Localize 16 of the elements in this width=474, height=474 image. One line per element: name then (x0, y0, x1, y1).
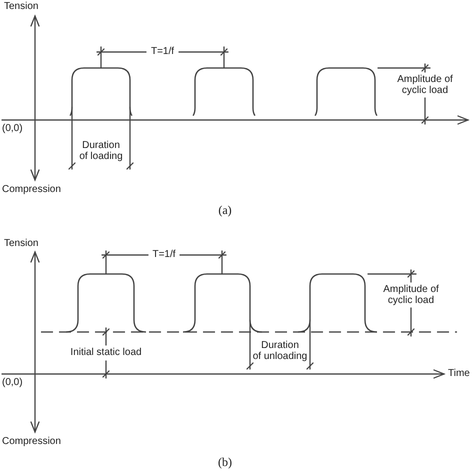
panel-label: (a) (218, 203, 232, 217)
origin-label: (0,0) (2, 377, 23, 388)
dimension-label: Duration of loading (78, 140, 124, 162)
dimension-label: T=1/f (150, 46, 174, 57)
origin-label: (0,0) (2, 123, 23, 134)
dimension-label: Amplitude of cyclic load (396, 74, 454, 96)
dimension-label: Duration of unloading (252, 340, 308, 362)
axis-label: Compression (2, 184, 61, 195)
axis-label: Tension (4, 238, 38, 249)
axis-label: Time (448, 368, 470, 379)
axis-label: Tension (4, 1, 38, 12)
dimension-label: Initial static load (70, 347, 142, 358)
dimension-label: T=1/f (152, 249, 176, 260)
axis-label: Compression (2, 436, 61, 447)
dimension-label: Amplitude of cyclic load (382, 284, 440, 306)
panel-label: (b) (218, 455, 232, 469)
